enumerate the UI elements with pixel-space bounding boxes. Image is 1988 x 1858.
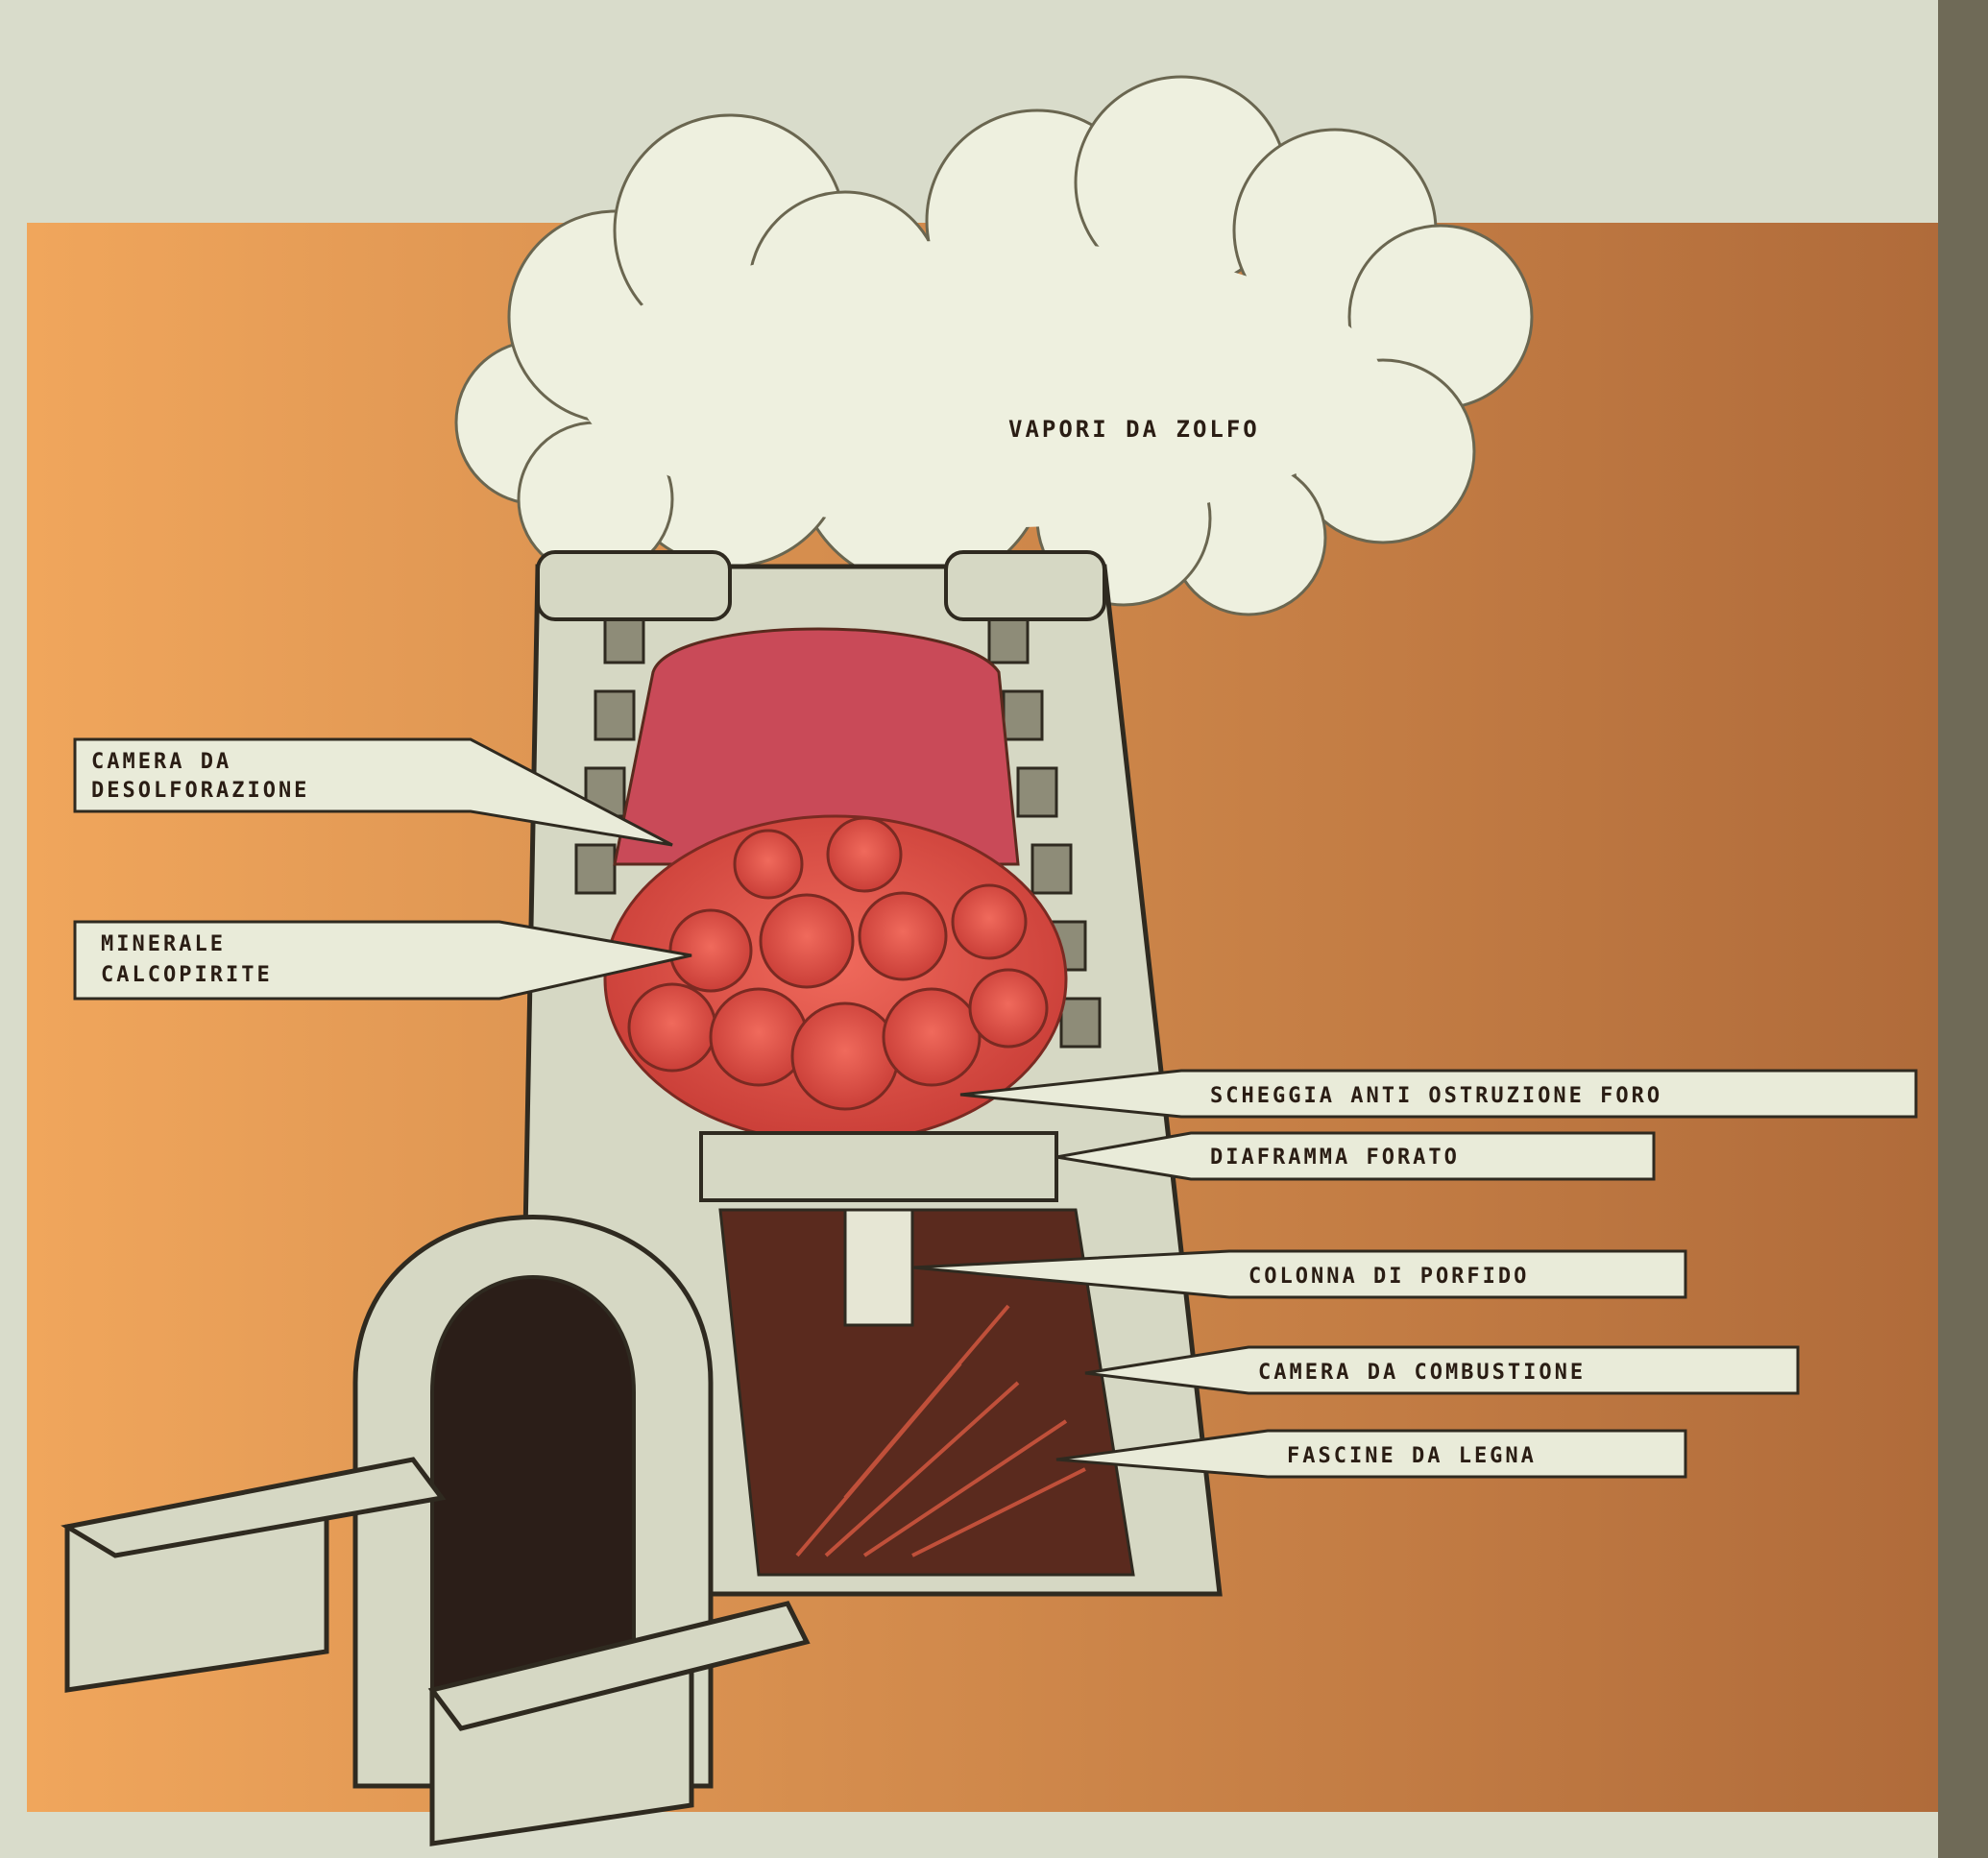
label-diaphragm: DIAFRAMMA FORATO bbox=[1210, 1146, 1460, 1170]
right-shadow-strip bbox=[1938, 0, 1988, 1858]
pennant-diaphragm: DIAFRAMMA FORATO bbox=[1056, 1133, 1654, 1179]
porphyry-column bbox=[845, 1210, 912, 1325]
label-column: COLONNA DI PORFIDO bbox=[1249, 1265, 1529, 1289]
label-desulfur-line2: DESOLFORAZIONE bbox=[91, 779, 309, 803]
label-vapori-da-zolfo: VAPORI DA ZOLFO bbox=[1008, 416, 1260, 443]
perforated-diaphragm bbox=[701, 1133, 1056, 1200]
label-fascines: FASCINE DA LEGNA bbox=[1287, 1444, 1537, 1468]
label-ore-line2: CALCOPIRITE bbox=[101, 963, 273, 987]
label-ore-line1: MINERALE bbox=[101, 932, 226, 956]
label-combustion: CAMERA DA COMBUSTIONE bbox=[1258, 1361, 1586, 1385]
label-desulfur-line1: CAMERA DA bbox=[91, 750, 231, 774]
label-splinter: SCHEGGIA ANTI OSTRUZIONE FORO bbox=[1210, 1084, 1662, 1108]
